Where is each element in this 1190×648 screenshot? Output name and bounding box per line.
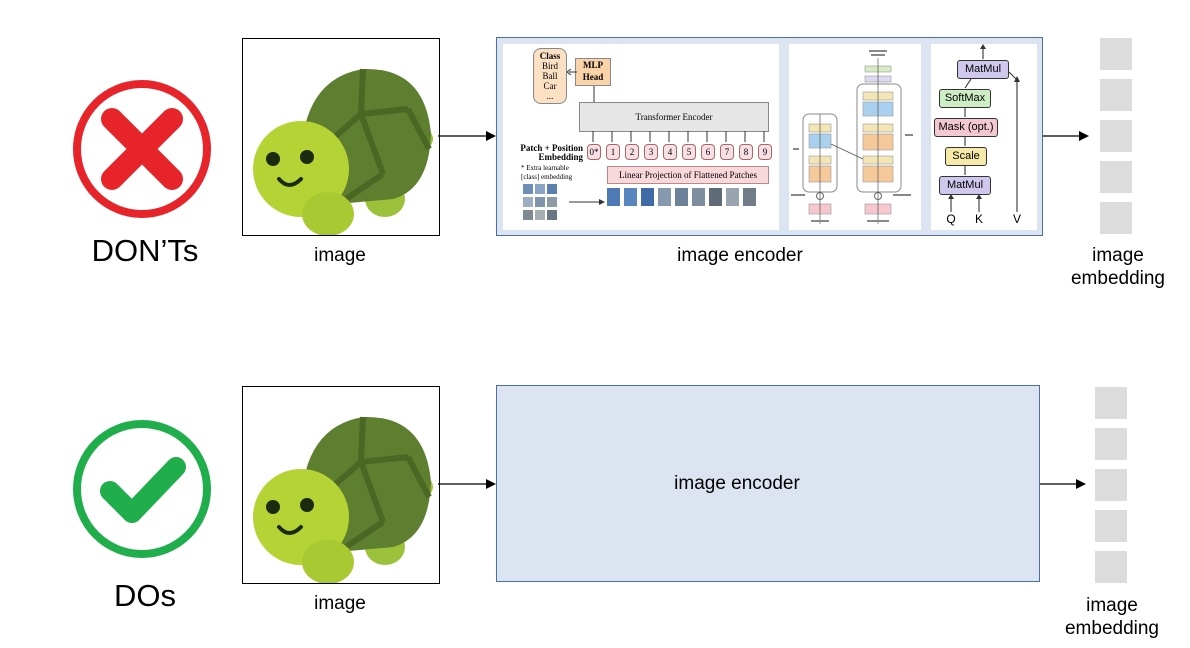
input-patches-grid xyxy=(523,184,569,220)
class-item: ... xyxy=(546,91,554,101)
image-caption: image xyxy=(314,593,366,614)
class-item: Bird xyxy=(541,61,558,71)
k-input-label: K xyxy=(974,212,983,226)
embedding-caption: image embedding xyxy=(1052,594,1172,640)
class-item: Car xyxy=(543,81,557,91)
dont-label: DON’Ts xyxy=(91,233,199,268)
token: 7 xyxy=(720,144,734,160)
dont-icon xyxy=(70,77,214,221)
arrow xyxy=(567,68,577,76)
arrow-to-embedding xyxy=(1040,479,1086,489)
softmax-block: SoftMax xyxy=(939,89,991,108)
class-output: Class Bird Ball Car ... xyxy=(533,48,567,104)
v-input-label: V xyxy=(1012,212,1021,226)
scale-block: Scale xyxy=(945,147,987,166)
token: 8 xyxy=(739,144,753,160)
arrow xyxy=(569,199,605,205)
matmul-bottom-block: MatMul xyxy=(939,176,991,195)
embedding-cell xyxy=(1100,120,1132,152)
token: 4 xyxy=(663,144,677,160)
do-label: DOs xyxy=(114,578,176,613)
embedding-cell xyxy=(1095,469,1127,501)
embedding-cell xyxy=(1095,428,1127,460)
arrow-to-embedding xyxy=(1043,131,1089,141)
input-image xyxy=(242,386,440,584)
embedding-cell xyxy=(1095,387,1127,419)
embedding-caption-line1: image xyxy=(1092,245,1144,266)
token: 0* xyxy=(587,144,601,160)
embedding-cell xyxy=(1100,161,1132,193)
matmul-top-block: MatMul xyxy=(957,60,1009,79)
q-input-label: Q xyxy=(946,212,956,226)
embedding-caption-line2: embedding xyxy=(1070,268,1166,289)
token: 1 xyxy=(606,144,620,160)
mask-block: Mask (opt.) xyxy=(934,118,998,137)
arrow-to-encoder xyxy=(438,131,496,141)
token-row: 0* 1 2 3 4 5 6 7 8 9 xyxy=(587,142,772,162)
image-encoder-blackbox: image encoder xyxy=(496,385,1040,582)
transformer-diagram xyxy=(789,44,921,230)
image-embedding-vector xyxy=(1100,38,1132,234)
do-icon xyxy=(70,417,214,561)
image-encoder-detailed: Class Bird Ball Car ... MLP Head Transfo… xyxy=(496,37,1043,236)
attention-diagram: MatMul SoftMax Mask (opt.) Scale MatMul xyxy=(931,44,1037,230)
class-item: Ball xyxy=(542,71,558,81)
token: 6 xyxy=(701,144,715,160)
turtle-icon xyxy=(253,416,433,584)
mlp-head: MLP Head xyxy=(575,58,611,86)
patch-sequence xyxy=(607,188,767,208)
attention-arrows xyxy=(948,44,1020,212)
image-caption: image xyxy=(314,245,366,266)
embedding-cell xyxy=(1100,202,1132,234)
token: 3 xyxy=(644,144,658,160)
embedding-caption-line2: embedding xyxy=(1064,618,1160,639)
embedding-cell xyxy=(1100,38,1132,70)
linear-projection: Linear Projection of Flattened Patches xyxy=(607,166,769,184)
embedding-cell xyxy=(1100,79,1132,111)
token: 5 xyxy=(682,144,696,160)
encoder-label: image encoder xyxy=(674,473,800,494)
token: 2 xyxy=(625,144,639,160)
class-label: Class xyxy=(539,51,561,61)
patch-position-embedding: Patch + Position Embedding xyxy=(520,143,583,162)
embedding-cell xyxy=(1095,551,1127,583)
input-image xyxy=(242,38,440,236)
embedding-caption-line1: image xyxy=(1086,595,1138,616)
vit-diagram: Class Bird Ball Car ... MLP Head Transfo… xyxy=(503,44,779,230)
image-embedding-vector xyxy=(1095,387,1127,583)
arrow-to-encoder xyxy=(438,479,496,489)
token: 9 xyxy=(758,144,772,160)
token-arrows xyxy=(592,131,765,142)
encoder-caption: image encoder xyxy=(677,245,803,266)
embedding-cell xyxy=(1095,510,1127,542)
extra-embedding-note: * Extra learnable [class] embedding xyxy=(521,164,573,181)
transformer-encoder: Transformer Encoder xyxy=(579,102,769,132)
arrow xyxy=(593,86,595,102)
turtle-icon xyxy=(253,68,433,236)
embedding-caption: image embedding xyxy=(1058,244,1178,290)
